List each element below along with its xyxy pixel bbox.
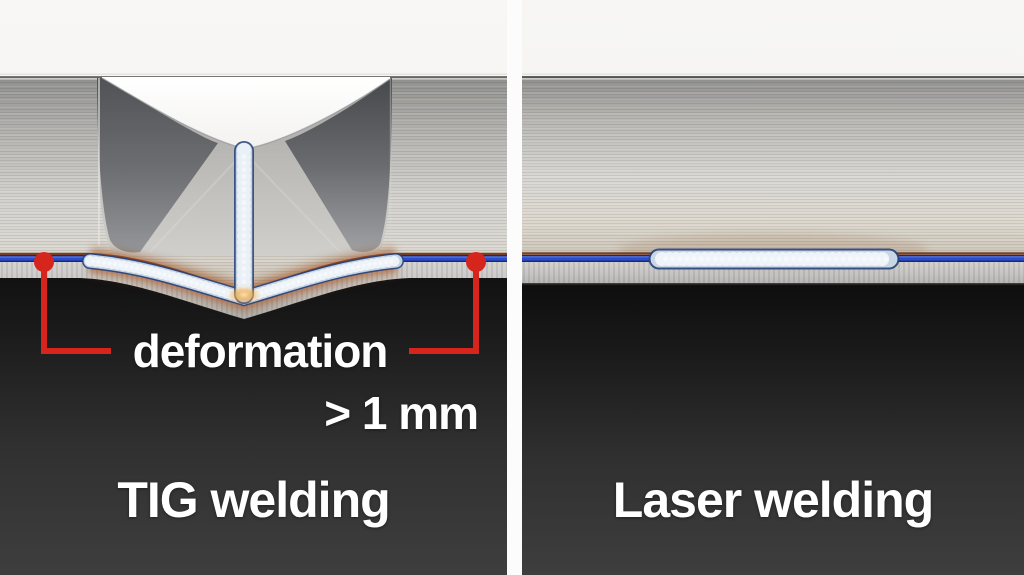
tig-panel-label: TIG welding — [117, 472, 390, 528]
laser-panel-label: Laser welding — [612, 472, 934, 528]
tig-artwork — [0, 0, 507, 575]
panel-divider — [507, 0, 522, 575]
weld-hotspot — [227, 286, 261, 304]
groove-left-wall — [97, 78, 218, 253]
deformation-callout-line-right — [473, 260, 479, 354]
groove-right-wall — [285, 78, 392, 252]
deformation-bracket-left — [41, 348, 111, 354]
tig-panel: deformation > 1 mm TIG welding — [0, 0, 507, 575]
laser-panel: Laser welding — [522, 0, 1024, 575]
deformation-bracket-right — [409, 348, 479, 354]
groove-opening — [102, 77, 390, 149]
deformation-value: > 1 mm — [324, 387, 479, 439]
dark-background — [522, 284, 1024, 575]
deformation-callout-line-left — [41, 260, 47, 354]
laser-artwork — [522, 0, 1024, 575]
deformation-annotation: deformation — [132, 325, 389, 377]
